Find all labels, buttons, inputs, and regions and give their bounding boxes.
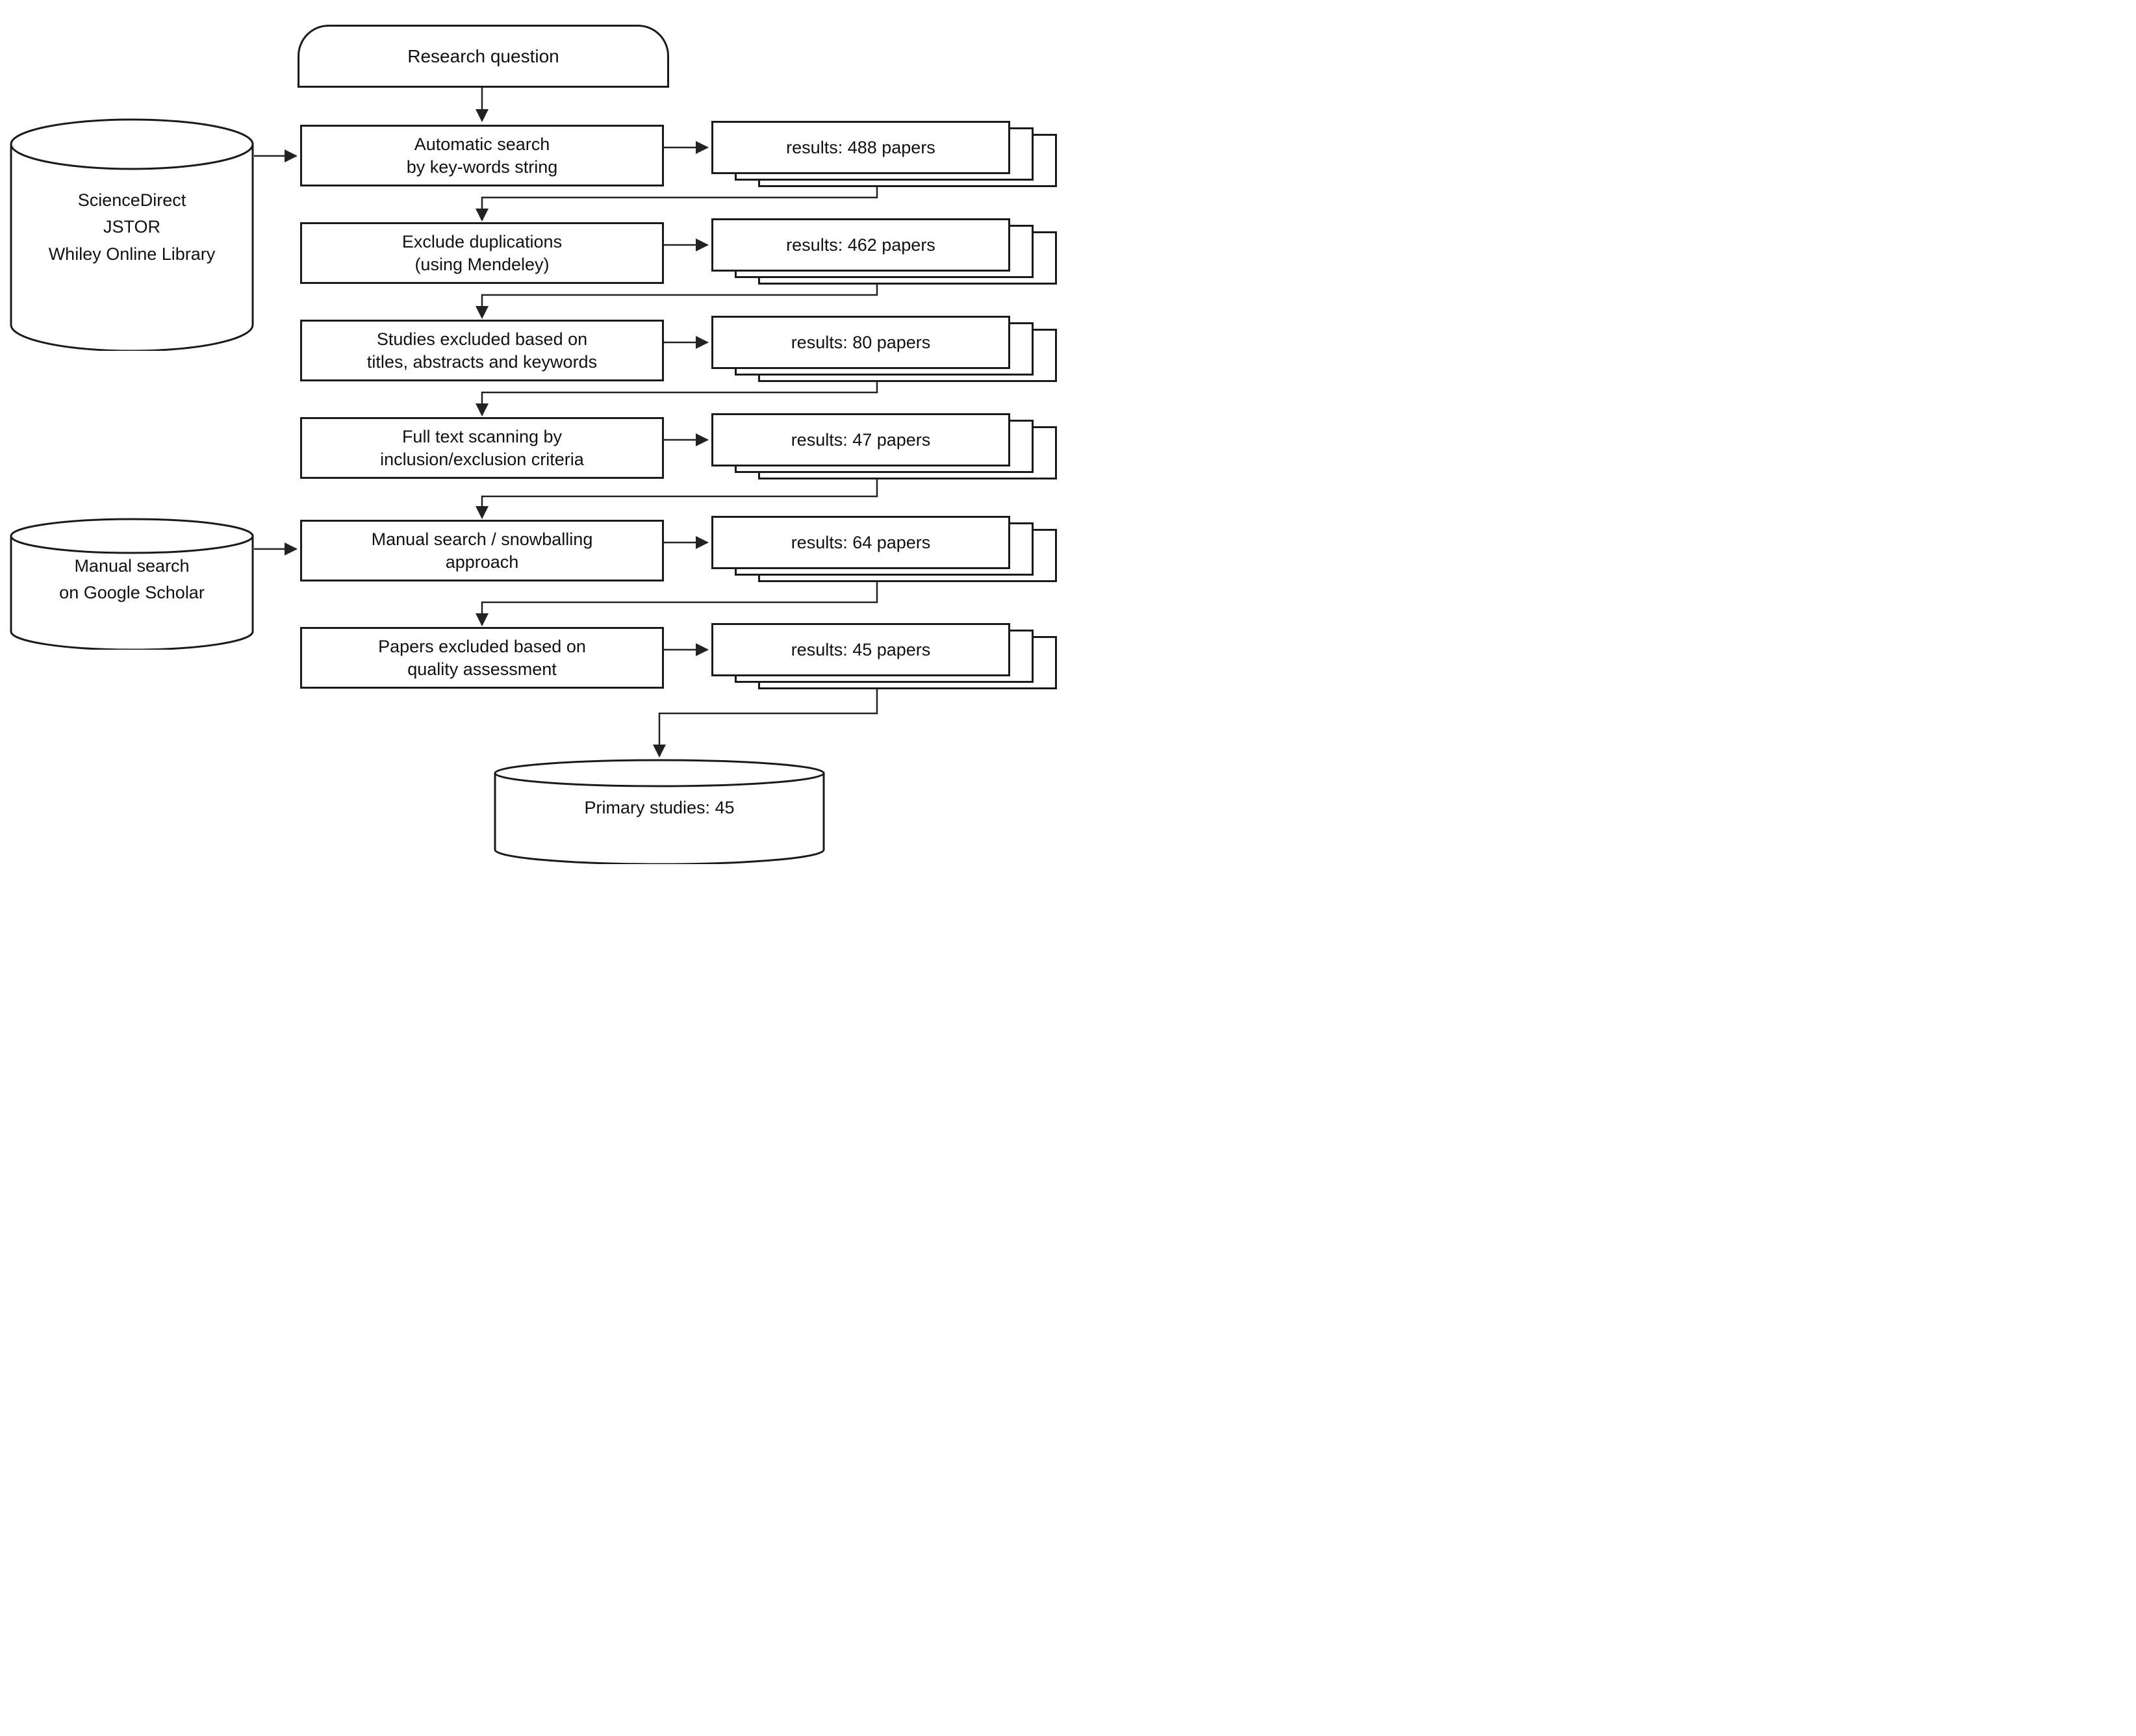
primary-studies-label: Primary studies: 45 bbox=[584, 798, 735, 818]
step-full-text-scanning: Full text scanning by inclusion/exclusio… bbox=[300, 417, 664, 479]
elbow-results6-to-primary-studies bbox=[653, 689, 878, 758]
elbow-results3-to-step4 bbox=[476, 382, 878, 416]
results1-label: results: 488 papers bbox=[786, 137, 935, 157]
elbow-results1-to-step2 bbox=[476, 187, 878, 222]
databases-label: ScienceDirect JSTOR Whiley Online Librar… bbox=[10, 118, 254, 337]
databases-line2: JSTOR bbox=[103, 217, 160, 237]
step6-line1: Papers excluded based on bbox=[378, 636, 586, 656]
cylinder-shape bbox=[494, 759, 825, 864]
step2-line1: Exclude duplications bbox=[401, 231, 563, 251]
step2-line2: (using Mendeley) bbox=[414, 254, 550, 274]
results6-node: results: 45 papers bbox=[711, 623, 1010, 676]
step-quality-assessment: Papers excluded based on quality assessm… bbox=[300, 627, 664, 689]
google-scholar-cylinder: Manual search on Google Scholar bbox=[10, 518, 254, 650]
step-exclude-duplications: Exclude duplications (using Mendeley) bbox=[300, 222, 664, 284]
step6-line2: quality assessment bbox=[407, 659, 557, 679]
step4-line1: Full text scanning by bbox=[401, 426, 563, 446]
primary-studies-cylinder: Primary studies: 45 bbox=[494, 759, 825, 864]
results3-node: results: 80 papers bbox=[711, 316, 1010, 369]
elbow-results4-to-step5 bbox=[476, 479, 878, 519]
connector-layer bbox=[254, 88, 878, 758]
results2-label: results: 462 papers bbox=[786, 235, 935, 255]
google-scholar-label: Manual search on Google Scholar bbox=[10, 518, 254, 642]
elbow-results2-to-step3 bbox=[476, 285, 878, 319]
results4-label: results: 47 papers bbox=[791, 429, 931, 450]
step-exclude-titles-abstracts: Studies excluded based on titles, abstra… bbox=[300, 320, 664, 381]
step5-line2: approach bbox=[445, 552, 519, 572]
results6-label: results: 45 papers bbox=[791, 639, 931, 659]
google-scholar-line1: Manual search bbox=[74, 555, 190, 576]
databases-line3: Whiley Online Library bbox=[48, 244, 216, 264]
results1-node: results: 488 papers bbox=[711, 121, 1010, 174]
databases-cylinder: ScienceDirect JSTOR Whiley Online Librar… bbox=[10, 118, 254, 351]
step3-line2: titles, abstracts and keywords bbox=[366, 351, 598, 372]
results4-node: results: 47 papers bbox=[711, 413, 1010, 466]
results2-node: results: 462 papers bbox=[711, 218, 1010, 272]
cylinder-shape bbox=[10, 118, 254, 351]
primary-studies-label-wrap: Primary studies: 45 bbox=[494, 759, 825, 858]
step-manual-search-snowballing: Manual search / snowballing approach bbox=[300, 520, 664, 581]
flowchart-canvas: Research question ScienceDirect JSTOR Wh… bbox=[0, 0, 1068, 868]
results5-label: results: 64 papers bbox=[791, 532, 931, 552]
step4-line2: inclusion/exclusion criteria bbox=[380, 449, 584, 469]
google-scholar-line2: on Google Scholar bbox=[59, 583, 205, 603]
elbow-results5-to-step6 bbox=[476, 582, 878, 626]
step1-line1: Automatic search bbox=[414, 134, 550, 154]
results5-node: results: 64 papers bbox=[711, 516, 1010, 569]
databases-line1: ScienceDirect bbox=[77, 190, 186, 210]
step3-line1: Studies excluded based on bbox=[376, 329, 588, 349]
research-question-label: Research question bbox=[407, 45, 559, 66]
research-question-node: Research question bbox=[298, 25, 669, 88]
cylinder-shape bbox=[10, 518, 254, 650]
step1-line2: by key-words string bbox=[406, 157, 558, 177]
step5-line1: Manual search / snowballing bbox=[371, 529, 593, 549]
results3-label: results: 80 papers bbox=[791, 332, 931, 352]
step-automatic-search: Automatic search by key-words string bbox=[300, 125, 664, 186]
